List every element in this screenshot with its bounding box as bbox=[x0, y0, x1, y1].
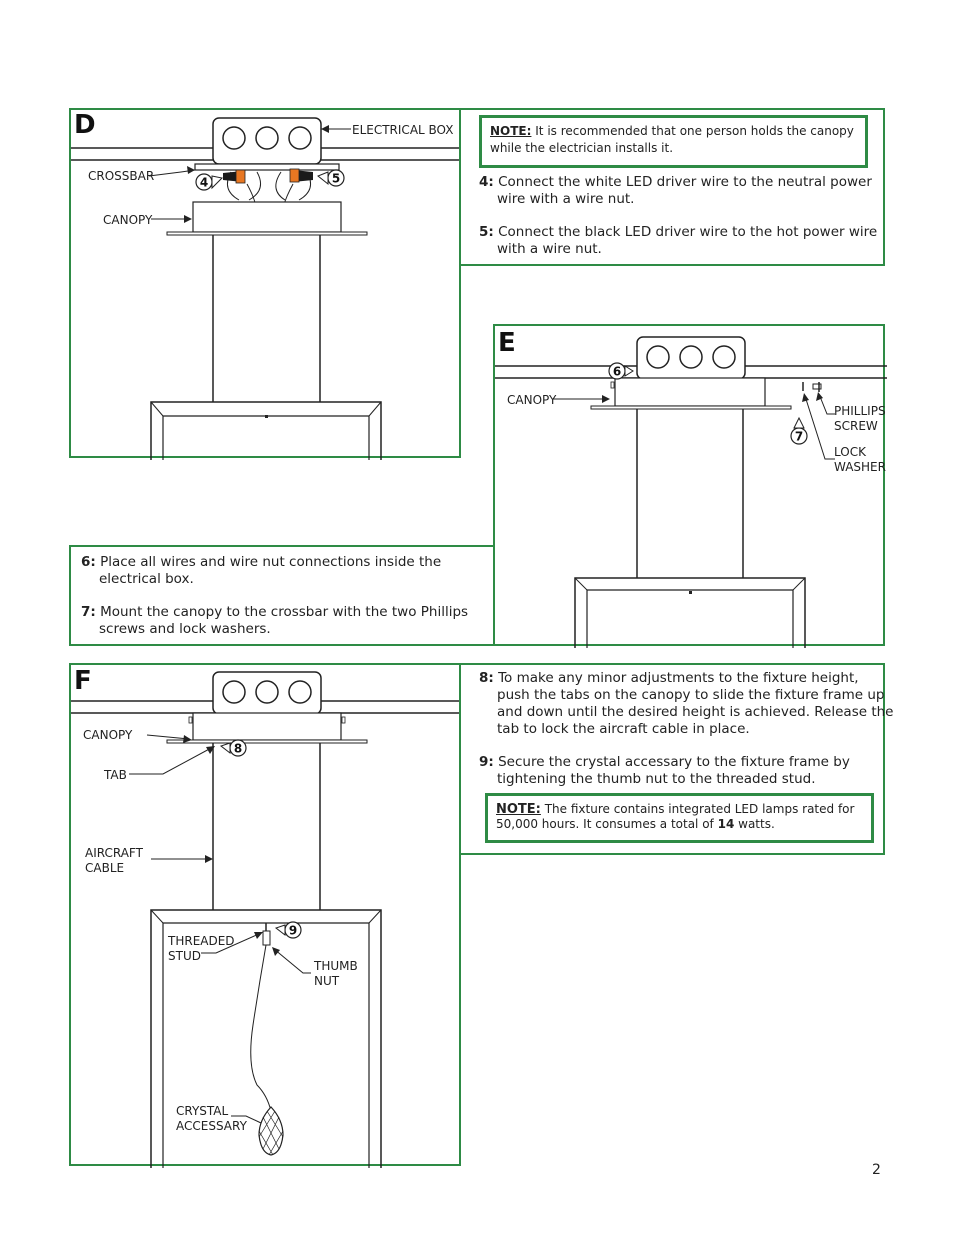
callout-9: 9 bbox=[289, 924, 297, 938]
step-5: 5: Connect the black LED driver wire to … bbox=[479, 224, 897, 258]
step-4-number: 4: bbox=[479, 174, 494, 190]
label-crossbar: CROSSBAR bbox=[88, 169, 154, 183]
label-canopy-f: CANOPY bbox=[83, 728, 133, 742]
page-number: 2 bbox=[872, 1162, 881, 1178]
step-9-text: Secure the crystal accessary to the fixt… bbox=[497, 754, 850, 787]
step-7-text: Mount the canopy to the crossbar with th… bbox=[99, 604, 469, 637]
note-d-text: It is recommended that one person holds … bbox=[490, 124, 854, 155]
step-8: 8: To make any minor adjustments to the … bbox=[479, 670, 895, 738]
panel-e-drawing: 6 7 CANOPY PHILLIPS SCREW LOCK WASHER bbox=[495, 336, 887, 648]
label-electrical-box: ELECTRICAL BOX bbox=[352, 123, 453, 137]
label-crystal: CRYSTAL bbox=[176, 1104, 229, 1118]
panel-f-drawing: 8 9 CANOPY TAB AIRCRAFT C bbox=[71, 671, 463, 1168]
panel-f-letter: F bbox=[74, 666, 92, 696]
callout-6: 6 bbox=[613, 365, 621, 379]
step-5-text: Connect the black LED driver wire to the… bbox=[497, 224, 878, 257]
label-canopy-d: CANOPY bbox=[103, 213, 153, 227]
step-6-number: 6: bbox=[81, 554, 96, 570]
label-thumb: THUMB bbox=[313, 959, 358, 973]
note-f-label: NOTE: bbox=[496, 802, 541, 817]
callout-5: 5 bbox=[332, 172, 340, 186]
note-f-wattage: 14 bbox=[717, 817, 735, 831]
step-6-text: Place all wires and wire nut connections… bbox=[99, 554, 442, 587]
label-threaded: THREADED bbox=[167, 934, 235, 948]
step-4: 4: Connect the white LED driver wire to … bbox=[479, 174, 893, 208]
step-4-text: Connect the white LED driver wire to the… bbox=[497, 174, 872, 207]
panel-d-illustration: D 4 5 bbox=[69, 108, 463, 460]
panel-d-drawing: 4 5 ELECTRICAL BOX CROSSBAR CANOPY bbox=[71, 117, 463, 460]
label-tab: TAB bbox=[103, 768, 127, 782]
label-cable: CABLE bbox=[85, 861, 124, 875]
note-f: NOTE: The fixture contains integrated LE… bbox=[485, 793, 874, 843]
note-d: NOTE: It is recommended that one person … bbox=[479, 115, 868, 168]
panel-d-letter: D bbox=[74, 110, 96, 140]
step-5-number: 5: bbox=[479, 224, 494, 240]
callout-7: 7 bbox=[795, 430, 803, 444]
label-screw: SCREW bbox=[834, 419, 878, 433]
label-nut: NUT bbox=[314, 974, 340, 988]
step-9: 9: Secure the crystal accessary to the f… bbox=[479, 754, 887, 788]
panel-e-text: 6: Place all wires and wire nut connecti… bbox=[69, 545, 495, 646]
panel-d-text: NOTE: It is recommended that one person … bbox=[459, 108, 885, 266]
label-lock: LOCK bbox=[834, 445, 867, 459]
step-9-number: 9: bbox=[479, 754, 494, 770]
label-stud: STUD bbox=[168, 949, 201, 963]
panel-f-text: 8: To make any minor adjustments to the … bbox=[459, 663, 893, 855]
note-f-text-2: watts. bbox=[738, 817, 775, 831]
step-8-text: To make any minor adjustments to the fix… bbox=[497, 670, 894, 737]
label-washer: WASHER bbox=[834, 460, 886, 474]
panel-e-illustration: E 6 7 bbox=[493, 324, 887, 648]
label-aircraft: AIRCRAFT bbox=[85, 846, 144, 860]
callout-4: 4 bbox=[200, 176, 208, 190]
label-phillips: PHILLIPS bbox=[834, 404, 886, 418]
step-6: 6: Place all wires and wire nut connecti… bbox=[81, 554, 499, 588]
panel-f-illustration: F 8 9 bbox=[69, 663, 463, 1168]
step-8-number: 8: bbox=[479, 670, 494, 686]
note-f-text-1: The fixture contains integrated LED lamp… bbox=[496, 802, 855, 831]
label-canopy-e: CANOPY bbox=[507, 393, 557, 407]
note-d-label: NOTE: bbox=[490, 124, 532, 138]
panel-e-letter: E bbox=[498, 328, 516, 358]
label-accessary: ACCESSARY bbox=[176, 1119, 248, 1133]
step-7-number: 7: bbox=[81, 604, 96, 620]
step-7: 7: Mount the canopy to the crossbar with… bbox=[81, 604, 479, 638]
callout-8: 8 bbox=[234, 742, 242, 756]
